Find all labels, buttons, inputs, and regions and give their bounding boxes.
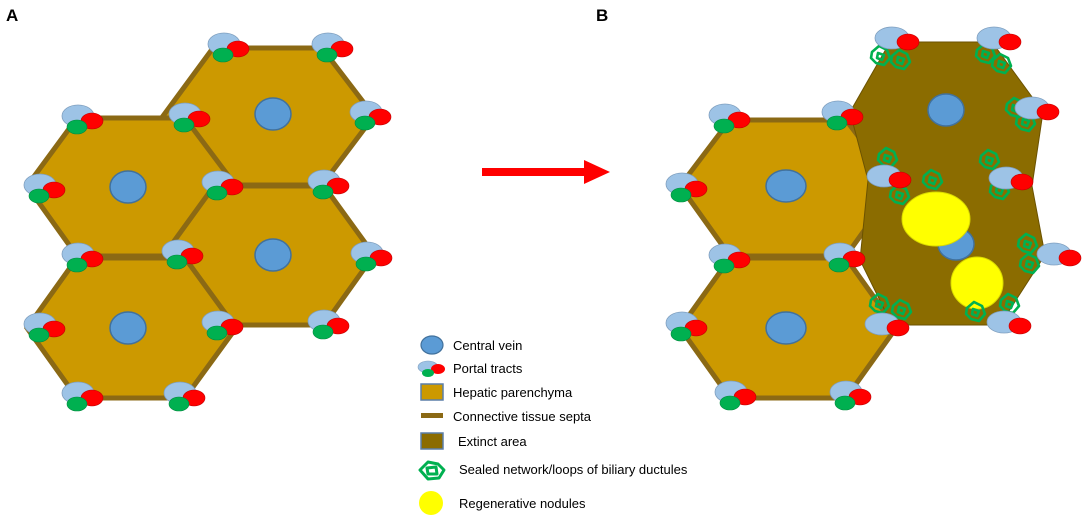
panel-a: A bbox=[6, 6, 393, 412]
legend-nodule-icon bbox=[419, 491, 443, 515]
legend-parenchyma-icon bbox=[420, 383, 444, 401]
legend-regenerative-nodules: Regenerative nodules bbox=[459, 496, 586, 511]
legend-biliary-icon bbox=[418, 460, 446, 481]
regenerative-nodule bbox=[901, 191, 1004, 310]
legend-portal-tract-icon bbox=[417, 360, 445, 377]
legend-extinct-icon bbox=[420, 432, 444, 450]
legend-connective-tissue-septa: Connective tissue septa bbox=[453, 409, 592, 424]
legend-central-vein: Central vein bbox=[453, 338, 522, 353]
legend-central-vein-icon bbox=[420, 335, 444, 355]
panel-a-label: A bbox=[6, 6, 18, 25]
legend-hepatic-parenchyma: Hepatic parenchyma bbox=[453, 385, 573, 400]
legend-portal-tracts: Portal tracts bbox=[453, 361, 523, 376]
legend-biliary-loops: Sealed network/loops of biliary ductules bbox=[459, 462, 688, 477]
central-vein bbox=[109, 97, 292, 345]
legend: Central vein Portal tracts Hepatic paren… bbox=[417, 335, 688, 515]
panel-b: B bbox=[596, 6, 1082, 411]
legend-extinct-area: Extinct area bbox=[458, 434, 527, 449]
transition-arrow bbox=[482, 160, 610, 184]
legend-septa-icon bbox=[421, 413, 443, 418]
panel-b-label: B bbox=[596, 6, 608, 25]
